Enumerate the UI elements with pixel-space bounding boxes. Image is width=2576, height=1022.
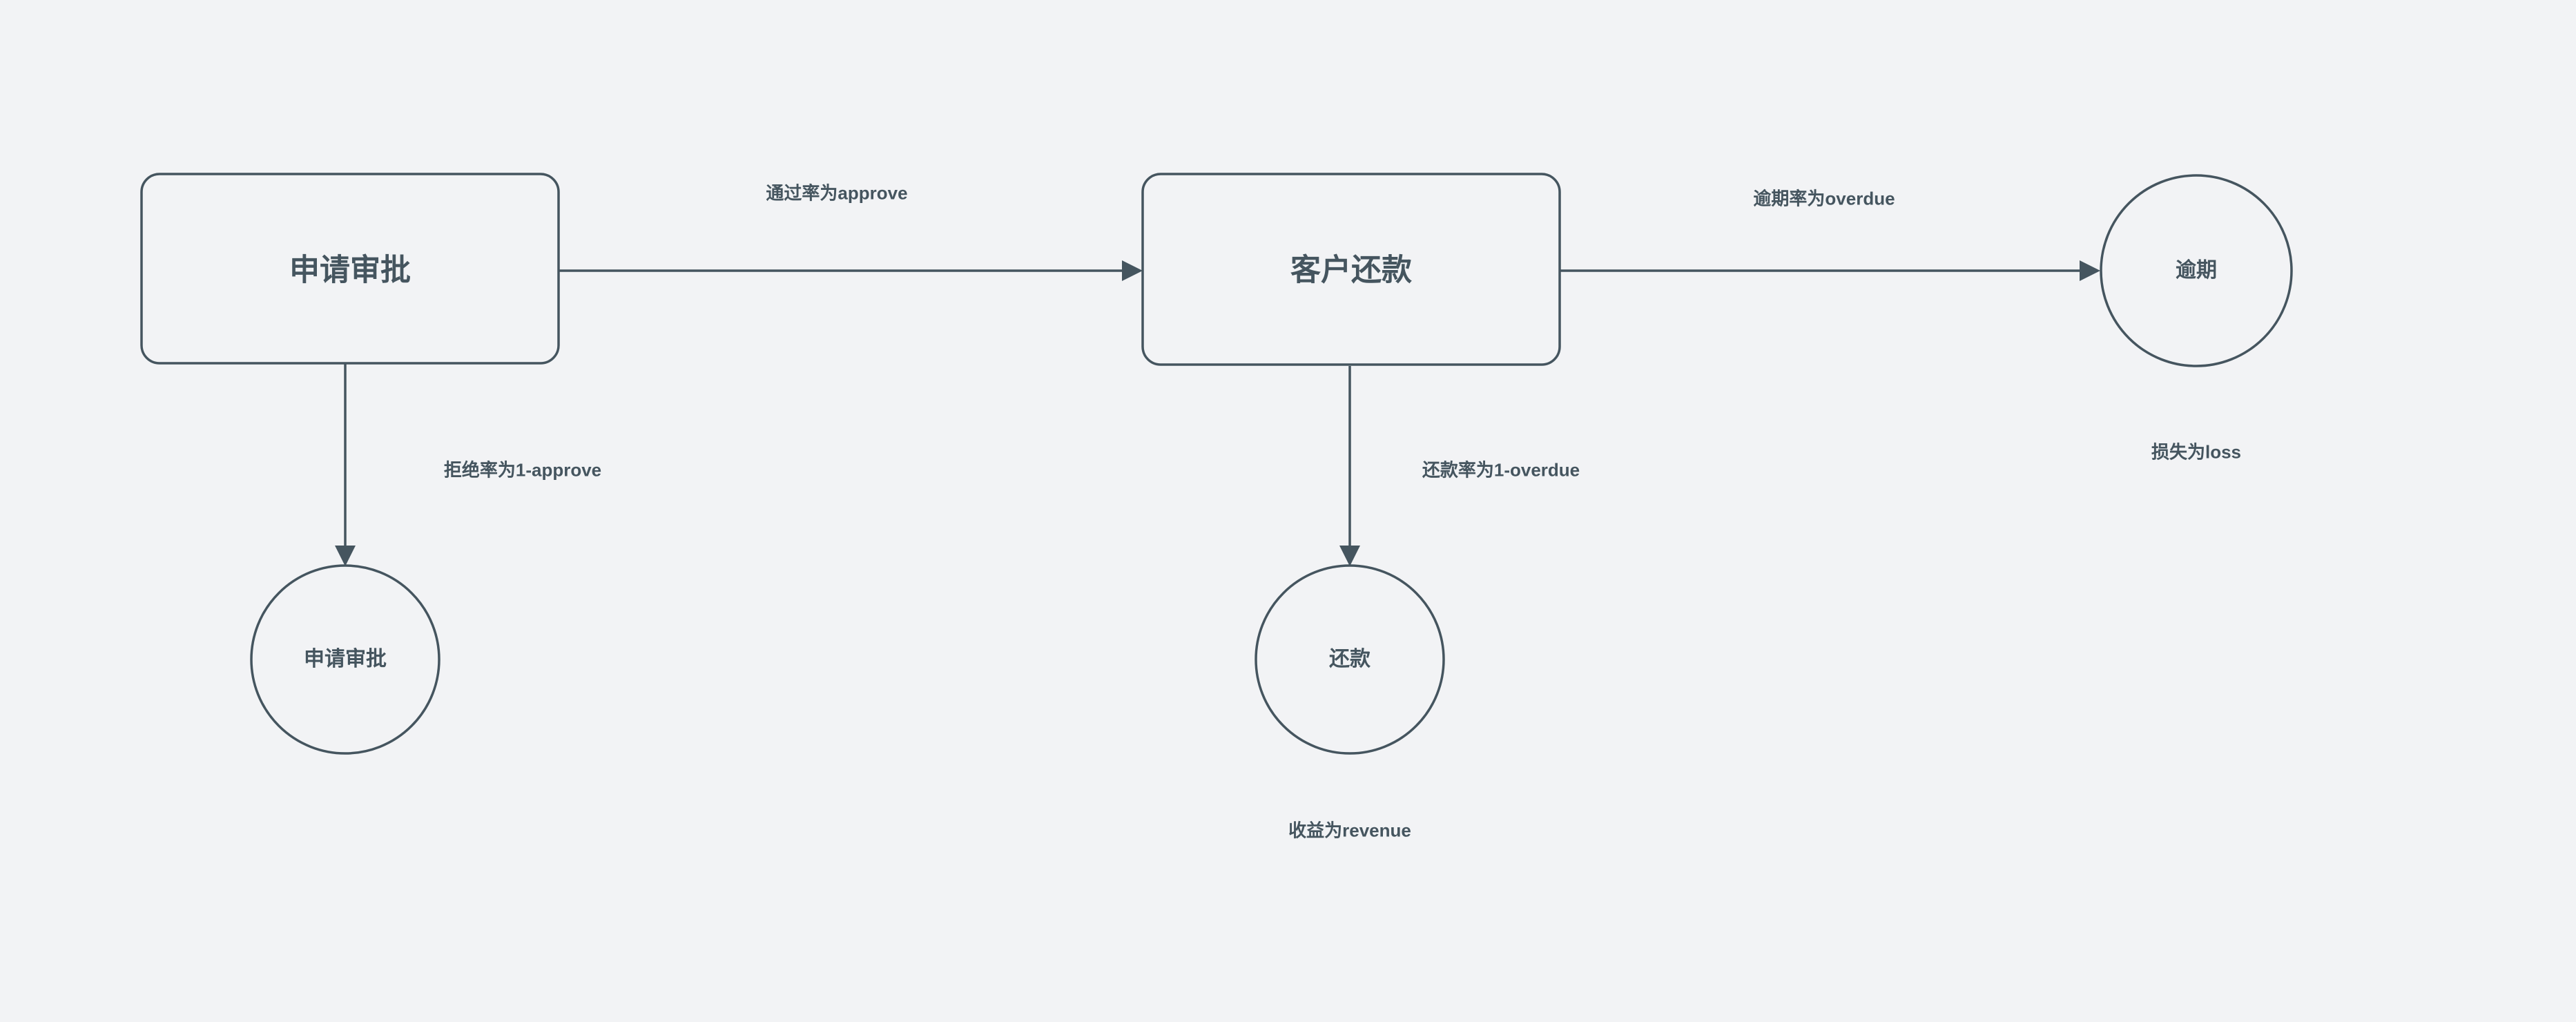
edge-label-overdue: 逾期率为overdue bbox=[1753, 188, 1895, 209]
node-reject-circle-label: 申请审批 bbox=[304, 648, 387, 671]
node-repaid-circle-shape[interactable] bbox=[1255, 564, 1445, 755]
node-overdue-circle-shape[interactable] bbox=[2100, 174, 2293, 367]
edge-label-reject: 拒绝率为1-approve bbox=[443, 459, 602, 481]
node-approval-box-label: 申请审批 bbox=[289, 253, 411, 287]
node-approval-box-shape[interactable] bbox=[140, 173, 560, 365]
edge-approve-arrowhead bbox=[1122, 260, 1143, 281]
node-reject-circle-shape[interactable] bbox=[250, 564, 440, 755]
edge-label-repaid: 还款率为1-overdue bbox=[1422, 459, 1580, 481]
node-repayment-box-shape[interactable] bbox=[1141, 173, 1561, 366]
node-overdue-circle-label: 逾期 bbox=[2176, 259, 2217, 282]
edge-repaid-arrowhead bbox=[1339, 546, 1360, 566]
node-repayment-box-label: 客户还款 bbox=[1290, 253, 1412, 287]
node-repaid-circle-label: 还款 bbox=[1329, 648, 1371, 671]
edge-reject-arrowhead bbox=[335, 546, 356, 566]
edge-overdue-arrowhead bbox=[2080, 260, 2100, 281]
caption-loss: 损失为loss bbox=[2151, 441, 2242, 463]
caption-revenue: 收益为revenue bbox=[1288, 820, 1411, 841]
edge-label-approve: 通过率为approve bbox=[766, 182, 908, 204]
